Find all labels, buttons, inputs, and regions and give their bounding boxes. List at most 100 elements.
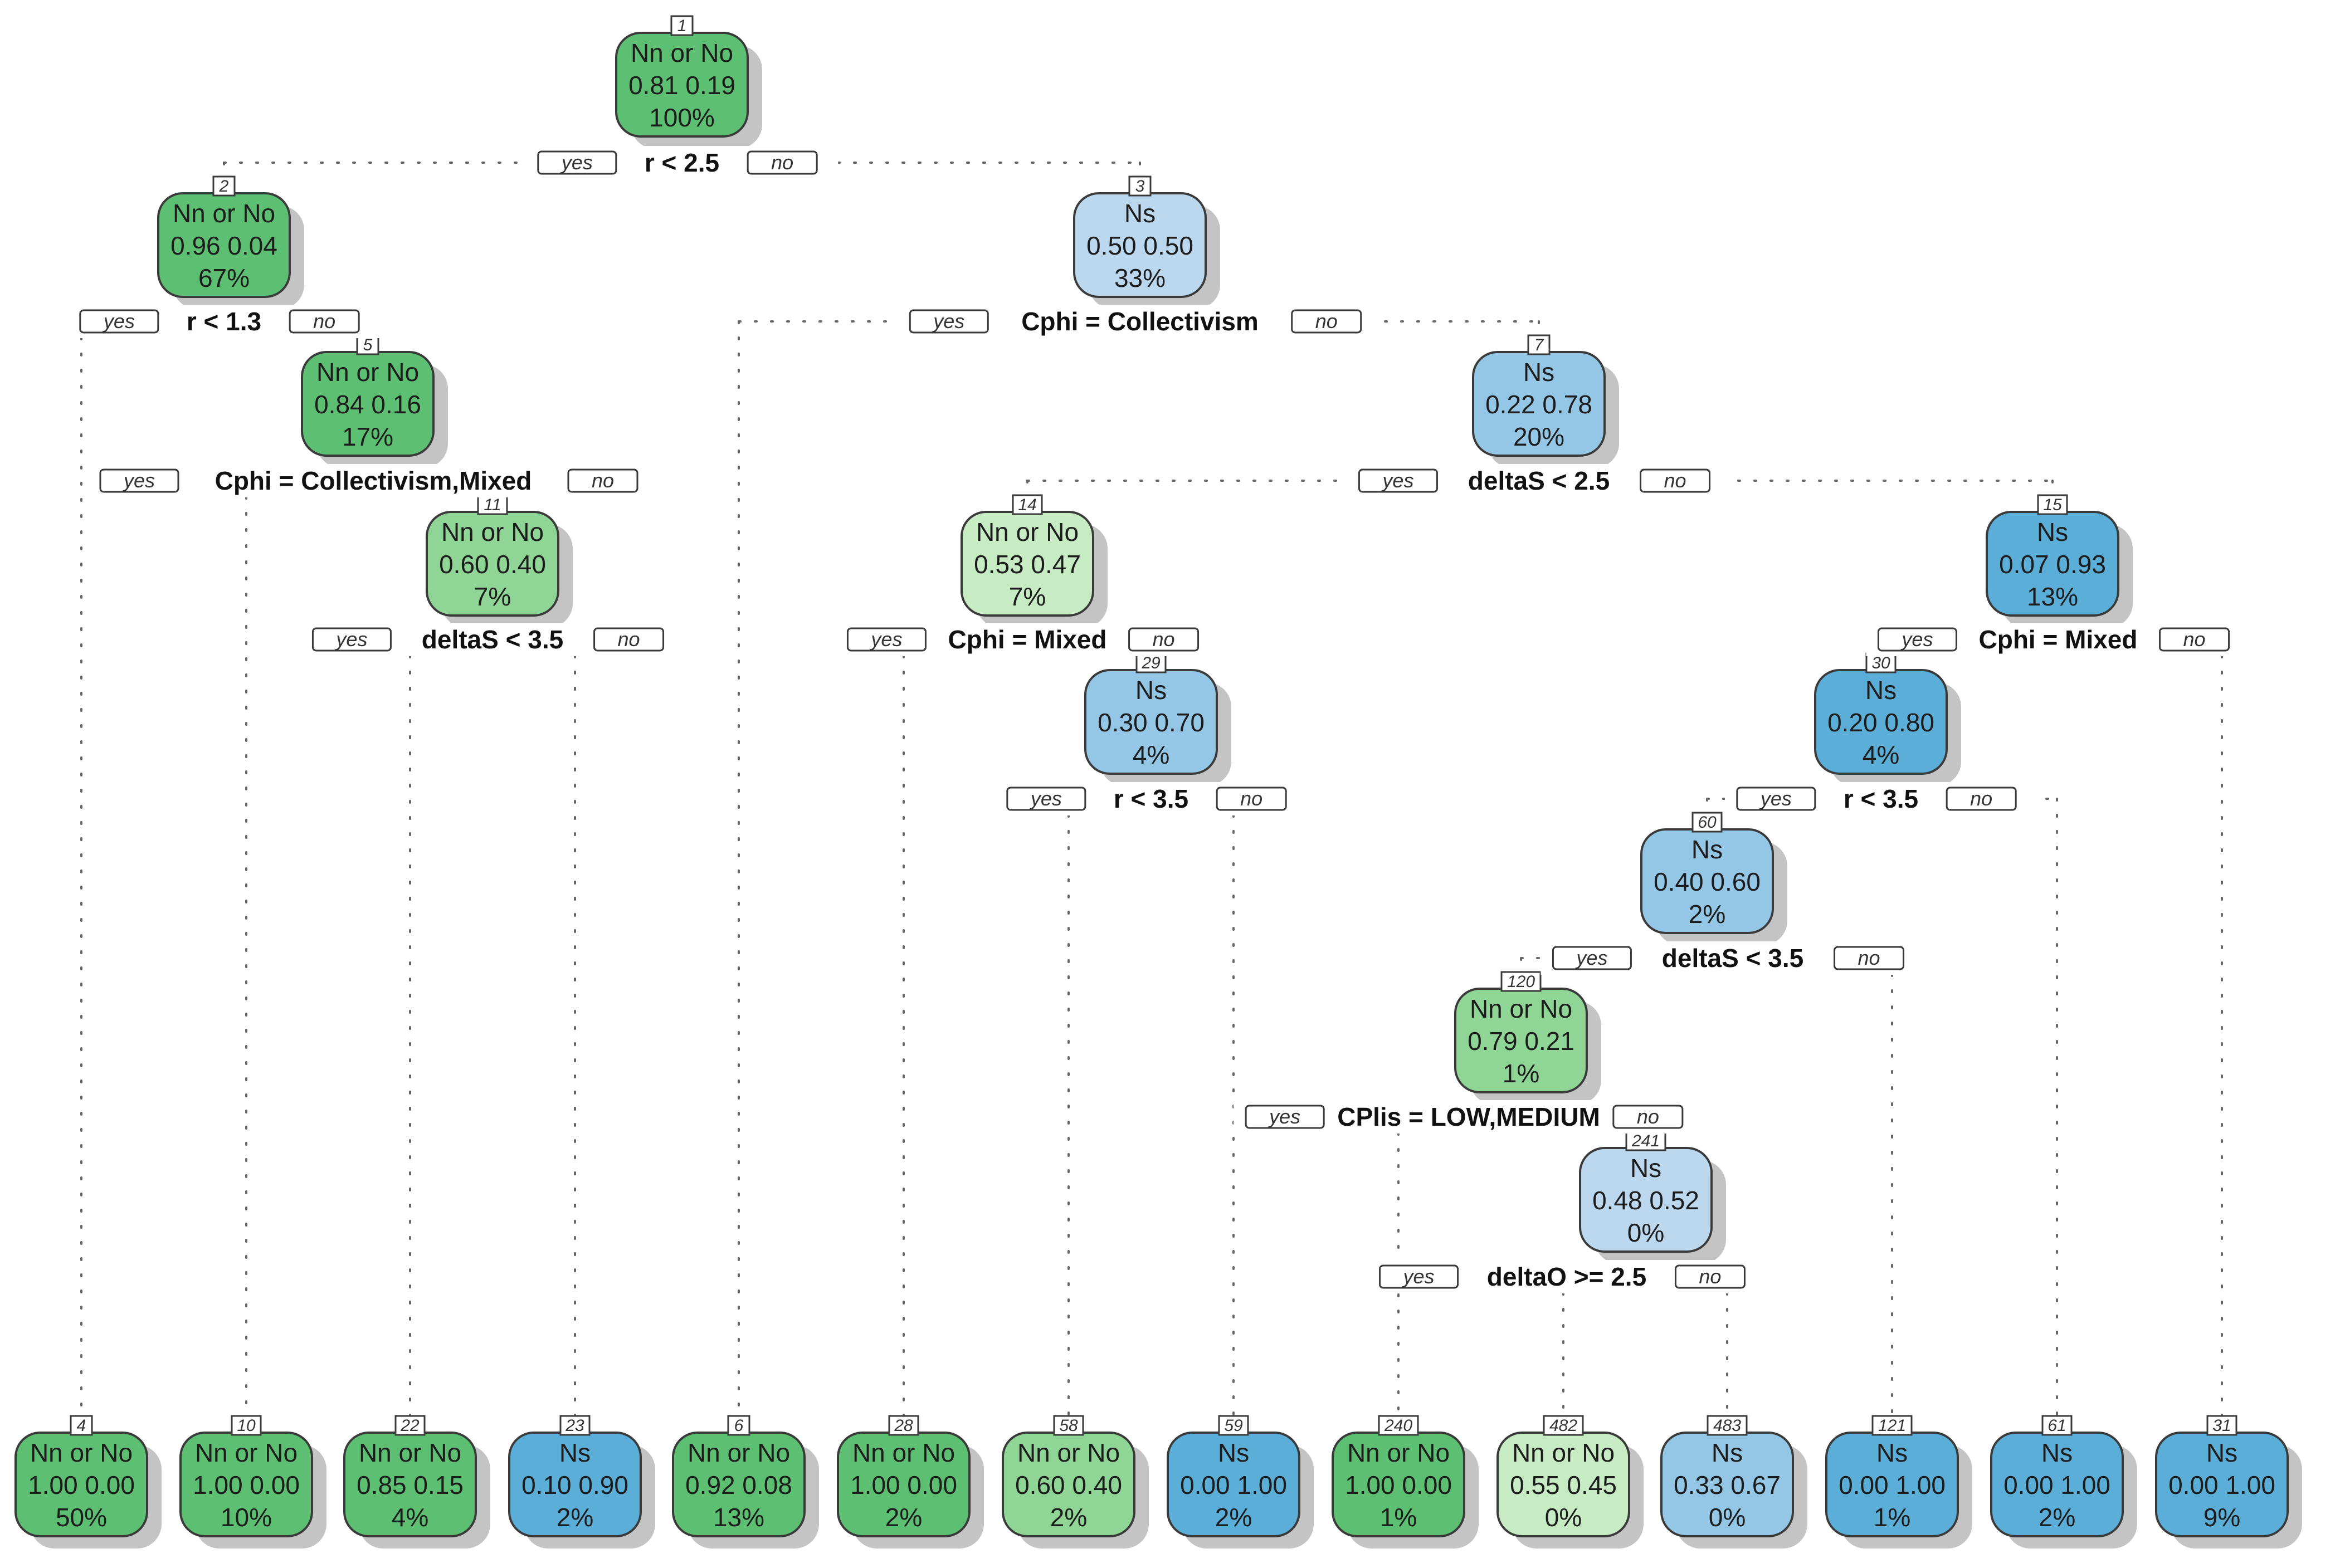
node-id-box: [70, 1415, 93, 1436]
node-probabilities: 1.00 0.00: [193, 1471, 300, 1499]
node-probabilities: 0.96 0.04: [170, 231, 277, 260]
node-probabilities: 0.33 0.67: [1674, 1471, 1781, 1499]
node-class: Ns: [1876, 1438, 1908, 1467]
no-pill: [1946, 787, 2017, 811]
no-pill: [567, 468, 638, 493]
no-pill: [1834, 946, 1905, 970]
node-id: 2: [219, 177, 229, 196]
node-class: Nn or No: [30, 1438, 133, 1467]
yes-pill: [537, 150, 617, 175]
yes-label: yes: [1759, 787, 1792, 810]
node-class: Ns: [1218, 1438, 1249, 1467]
node-id: 22: [400, 1416, 420, 1435]
no-pill: [1216, 787, 1287, 811]
node-class: Nn or No: [631, 38, 733, 67]
node-percentage: 7%: [1009, 582, 1046, 611]
tree-node-120: Nn or No0.79 0.211%120: [1454, 971, 1601, 1105]
split-condition: r < 1.3: [187, 307, 261, 336]
yes-pill: [1379, 1264, 1459, 1289]
tree-node-482: Nn or No0.55 0.450%482: [1496, 1415, 1644, 1549]
node-probabilities: 0.30 0.70: [1098, 708, 1205, 737]
node-id-box: [1378, 1415, 1419, 1436]
node-probabilities: 0.40 0.60: [1654, 867, 1761, 896]
node-probabilities: 0.00 1.00: [1839, 1471, 1946, 1499]
node-probabilities: 1.00 0.00: [1345, 1471, 1452, 1499]
node-id-box: [231, 1415, 262, 1436]
yes-pill: [1877, 627, 1957, 652]
tree-node-31: Ns0.00 1.009%31: [2155, 1415, 2302, 1549]
no-label: no: [1240, 787, 1262, 810]
node-class: Nn or No: [1470, 994, 1572, 1023]
node-probabilities: 0.07 0.93: [1999, 550, 2106, 579]
node-id: 4: [77, 1416, 86, 1435]
node-id: 121: [1878, 1416, 1906, 1435]
no-label: no: [618, 628, 640, 651]
node-probabilities: 0.85 0.15: [357, 1471, 464, 1499]
node-probabilities: 1.00 0.00: [850, 1471, 957, 1499]
node-id-box: [2206, 1415, 2237, 1436]
node-id: 5: [363, 336, 373, 354]
node-probabilities: 0.81 0.19: [628, 71, 735, 100]
node-probabilities: 0.48 0.52: [1592, 1186, 1699, 1215]
node-id-box: [394, 1415, 426, 1436]
yes-label: yes: [1402, 1265, 1435, 1288]
yes-label: yes: [1029, 787, 1062, 810]
node-percentage: 1%: [1503, 1059, 1539, 1088]
node-id-box: [356, 334, 379, 355]
node-class: Ns: [1523, 358, 1554, 387]
node-percentage: 17%: [342, 422, 393, 451]
node-percentage: 50%: [56, 1503, 107, 1532]
node-class: Nn or No: [852, 1438, 955, 1467]
node-id-box: [2041, 1415, 2073, 1436]
node-percentage: 2%: [2039, 1503, 2075, 1532]
tree-node-11: Nn or No0.60 0.407%11: [426, 494, 573, 628]
node-class: Ns: [2041, 1438, 2073, 1467]
node-probabilities: 0.00 1.00: [2003, 1471, 2110, 1499]
tree-node-28: Nn or No1.00 0.002%28: [837, 1415, 984, 1549]
node-id: 11: [484, 496, 501, 514]
node-id-box: [1527, 334, 1551, 355]
node-id: 483: [1713, 1416, 1741, 1435]
node-id: 6: [734, 1416, 744, 1435]
tree-node-240: Nn or No 1.00 0.00 1% 240: [1332, 1415, 1479, 1549]
node-class: Ns: [2206, 1438, 2237, 1467]
node-percentage: 33%: [1114, 263, 1166, 292]
node-id: 30: [1871, 654, 1890, 672]
yes-label: yes: [560, 151, 593, 174]
tree-node-30: Ns0.20 0.804%30: [1814, 652, 1961, 786]
node-id: 60: [1698, 813, 1717, 832]
split-condition: Cphi = Collectivism,Mixed: [215, 466, 532, 495]
node-class: Nn or No: [441, 517, 544, 546]
yes-pill: [311, 627, 392, 652]
node-probabilities: 0.50 0.50: [1086, 231, 1193, 260]
node-probabilities: 0.00 1.00: [2168, 1471, 2275, 1499]
node-percentage: 2%: [557, 1503, 593, 1532]
node-class: Nn or No: [1347, 1438, 1450, 1467]
node-percentage: 2%: [1689, 900, 1725, 929]
node-id: 240: [1384, 1416, 1412, 1435]
yes-pill: [1736, 787, 1816, 811]
node-percentage: 0%: [1709, 1503, 1746, 1532]
node-id: 29: [1141, 654, 1161, 672]
node-probabilities: 1.00 0.00: [28, 1471, 135, 1499]
node-probabilities: 0.60 0.40: [1015, 1471, 1122, 1499]
no-pill: [1291, 309, 1362, 334]
node-class: Ns: [559, 1438, 591, 1467]
node-id: 10: [237, 1416, 256, 1435]
node-percentage: 2%: [885, 1503, 922, 1532]
node-percentage: 4%: [1863, 740, 1899, 769]
node-percentage: 13%: [2027, 582, 2078, 611]
node-id-box: [1500, 971, 1542, 992]
split-condition: Cphi = Mixed: [948, 625, 1107, 654]
no-pill: [2159, 627, 2230, 652]
node-percentage: 1%: [1380, 1503, 1417, 1532]
node-id-box: [1865, 652, 1897, 673]
no-label: no: [1699, 1265, 1721, 1288]
